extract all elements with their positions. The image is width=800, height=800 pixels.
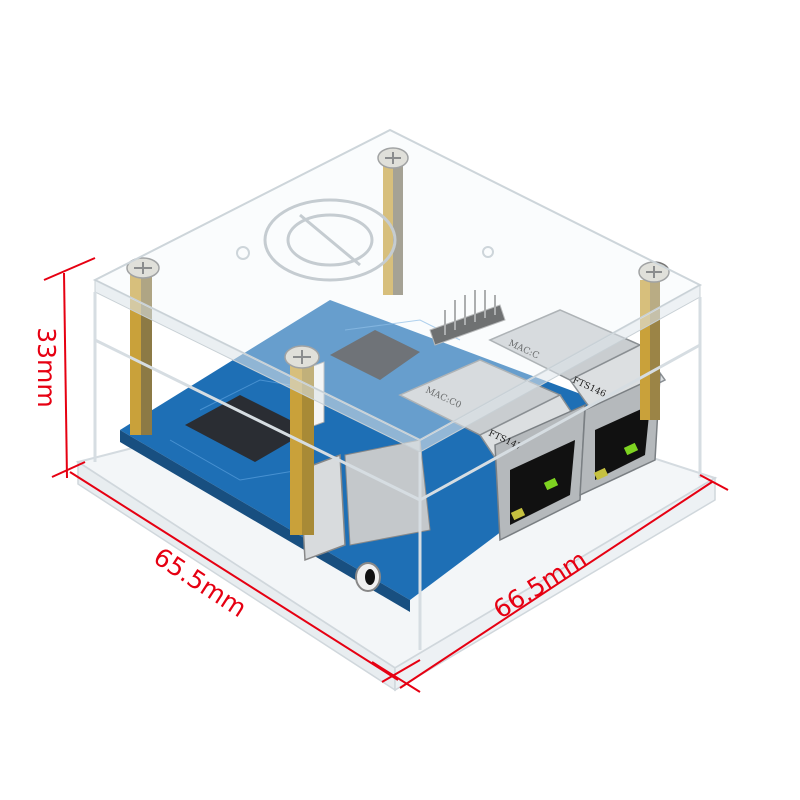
fan-vent	[263, 198, 397, 282]
screws	[126, 147, 670, 369]
top-acrylic-lid	[92, 128, 703, 453]
height-dimension-line	[63, 272, 68, 479]
memory-chip	[330, 330, 420, 380]
gpio-header	[429, 304, 506, 346]
screw-icon	[284, 345, 320, 369]
screw-icon	[638, 261, 670, 283]
side-acrylic-walls	[93, 292, 702, 650]
screw-icon	[126, 257, 160, 279]
soc-chip	[185, 395, 310, 462]
screw-icon	[377, 147, 409, 169]
height-dimension-label: 33mm	[31, 327, 61, 408]
audio-jack	[355, 562, 381, 592]
left-length-dimension-line	[69, 471, 399, 681]
right-length-dimension-line	[399, 481, 713, 689]
ethernet-port-left: MAC:C0 FTS147	[398, 359, 592, 542]
dimension-lines	[43, 257, 729, 693]
